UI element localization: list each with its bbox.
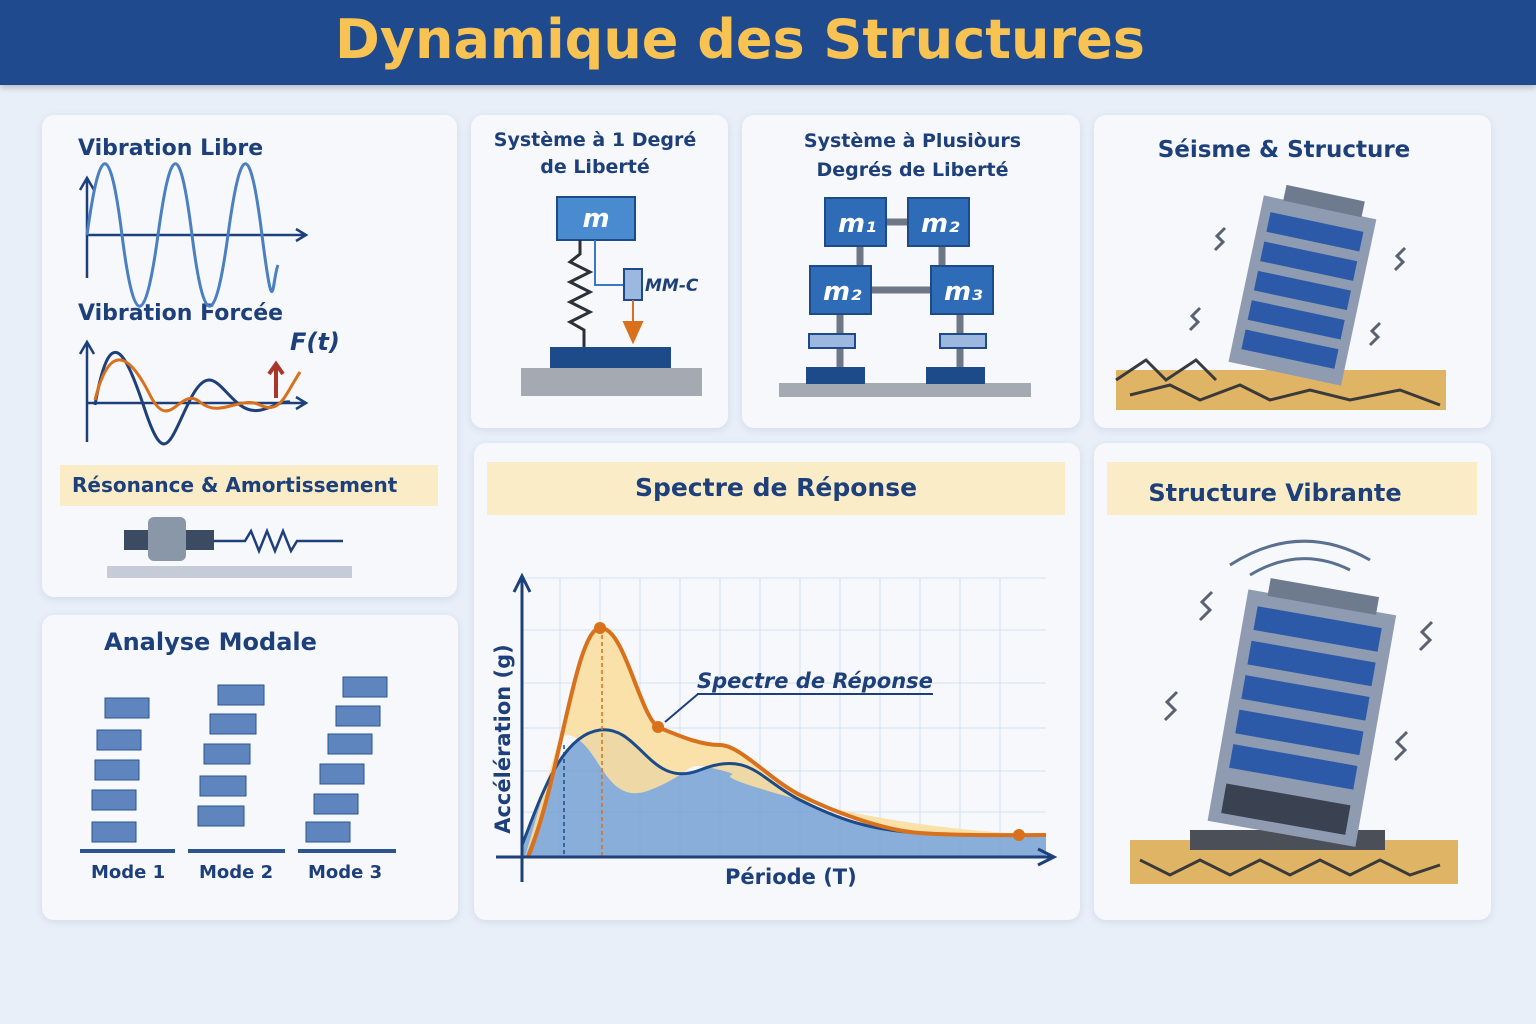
header-banner: Dynamique des Structures	[0, 0, 1536, 85]
mode-2-label: Mode 2	[199, 862, 274, 883]
mass-block	[556, 196, 636, 241]
mdof-illustration: m₁ m₂ m₂ m₃	[779, 197, 1031, 397]
sdof-title: Système à 1 Degré de Liberté	[493, 129, 697, 178]
vibrating-title: Structure Vibrante	[1148, 479, 1402, 507]
modal-title: Analyse Modale	[104, 628, 317, 656]
seismic-building-illustration	[1115, 184, 1446, 410]
forced-vibration-graph	[78, 339, 309, 446]
mode-2-shape	[197, 684, 265, 827]
mdof-title: Système à Plusiòurs Degrés de Liberté	[803, 130, 1022, 181]
mass-4-label: m₃	[944, 277, 983, 307]
spring	[214, 527, 343, 555]
mass-1-label: m₁	[838, 209, 876, 239]
spectrum-orange-curve	[526, 626, 1047, 858]
x-axis	[496, 847, 1058, 867]
resonance-band	[60, 465, 438, 506]
spectrum-ylabel: Accélération (g)	[491, 644, 515, 834]
spectrum-xlabel: Période (T)	[725, 865, 857, 889]
damper-illustration	[107, 517, 352, 578]
modal-shapes	[80, 676, 396, 853]
force-label: F(t)	[290, 328, 340, 356]
free-vibration-graph	[78, 162, 309, 308]
spectrum-chart	[496, 572, 1058, 882]
free-vibration-title: Vibration Libre	[78, 136, 264, 161]
spectrum-band	[487, 462, 1065, 515]
spectrum-curve-label: Spectre de Réponse	[697, 669, 933, 695]
spring	[566, 240, 594, 347]
mode-3-label: Mode 3	[308, 862, 383, 883]
seismic-title: Séisme & Structure	[1157, 137, 1411, 163]
sdof-mass-label: m	[582, 204, 610, 234]
mass-3-label: m₂	[823, 277, 862, 307]
mode-1-label: Mode 1	[91, 862, 166, 883]
vibrating-band	[1107, 462, 1477, 515]
mass-2-label: m₂	[921, 209, 960, 239]
spectrum-title: Spectre de Réponse	[634, 473, 918, 502]
response-curve	[93, 350, 291, 446]
mode-1-shape	[91, 697, 150, 843]
vibrating-building-illustration	[1130, 539, 1458, 884]
damper	[623, 268, 643, 301]
sdof-damper-label: MM-C	[645, 276, 699, 296]
y-axis	[512, 572, 532, 882]
peak-point	[594, 622, 606, 634]
axis-x	[87, 227, 309, 243]
page-title: Dynamique des Structures	[335, 8, 1145, 71]
card-mdof	[742, 115, 1080, 428]
force-curve	[93, 358, 302, 413]
force-arrow	[267, 360, 285, 398]
sine-wave	[85, 162, 280, 308]
sdof-illustration	[521, 196, 702, 396]
forced-vibration-title: Vibration Forcée	[78, 301, 284, 326]
mode-3-shape	[305, 676, 388, 843]
resonance-title: Résonance & Amortissement	[72, 473, 398, 497]
